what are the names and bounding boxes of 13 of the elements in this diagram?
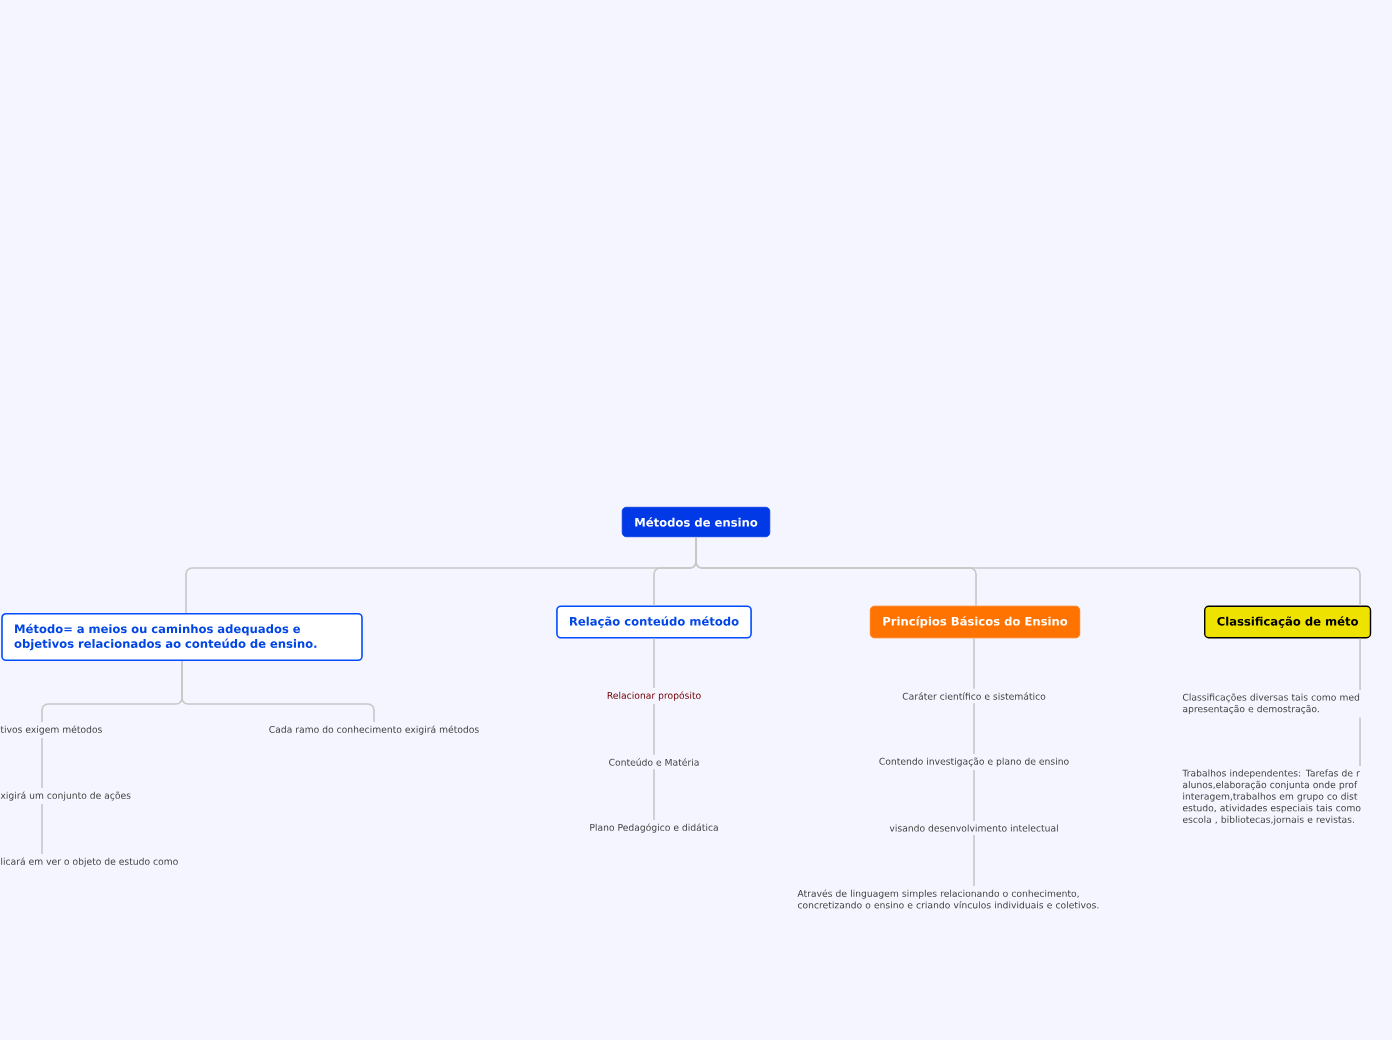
connector-line <box>973 834 975 887</box>
connector-line <box>41 803 43 855</box>
connector-line <box>653 703 655 756</box>
connector-line <box>973 702 975 755</box>
connector-line <box>181 660 375 723</box>
connector-line <box>973 637 975 690</box>
connector-line <box>1359 637 1361 691</box>
connector-line <box>973 769 975 822</box>
connector-line <box>41 737 43 789</box>
connector-line <box>653 637 655 689</box>
connector-line <box>695 536 1361 607</box>
connector-line <box>653 768 655 821</box>
connector-line <box>1359 716 1361 767</box>
